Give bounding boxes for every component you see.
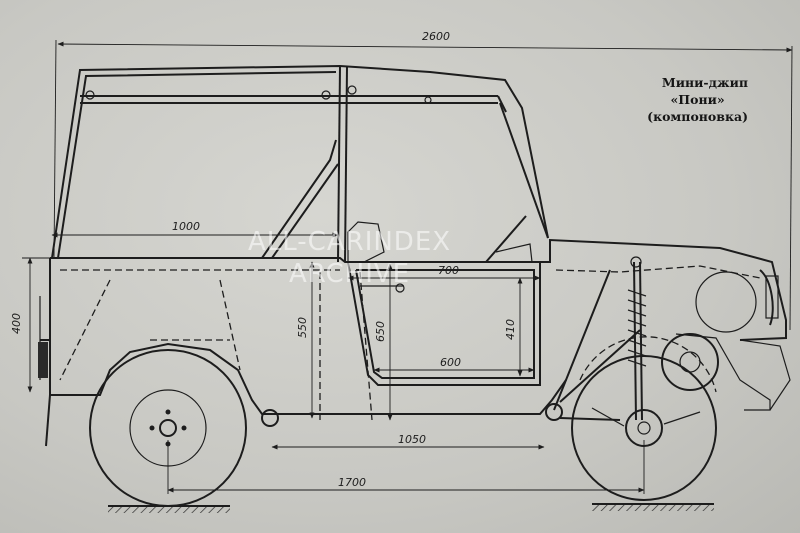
dim-door-panel-height: 410	[504, 319, 517, 340]
dim-roof-frame-length: 1000	[172, 220, 200, 233]
caption-line-1: Мини-джип	[661, 75, 748, 90]
ground	[108, 503, 714, 513]
caption-line-2: «Пони»	[670, 92, 725, 107]
dim-floor-length: 1050	[398, 433, 426, 446]
dimension-lines	[22, 39, 793, 494]
dim-rear-height: 400	[10, 313, 23, 334]
dim-overall-length: 2600	[422, 30, 450, 43]
drawing-caption: Мини-джип «Пони» (компоновка)	[647, 74, 748, 125]
roof-frame	[51, 64, 549, 263]
dim-door-height: 650	[374, 321, 387, 342]
dim-side-height: 550	[296, 317, 309, 338]
dim-door-bottom-length: 600	[440, 356, 461, 369]
caption-line-3: (компоновка)	[647, 109, 748, 124]
dim-wheelbase: 1700	[338, 476, 366, 489]
dim-door-top-length: 700	[438, 264, 459, 277]
front-wheel	[571, 336, 717, 501]
jeep-body	[38, 215, 791, 447]
